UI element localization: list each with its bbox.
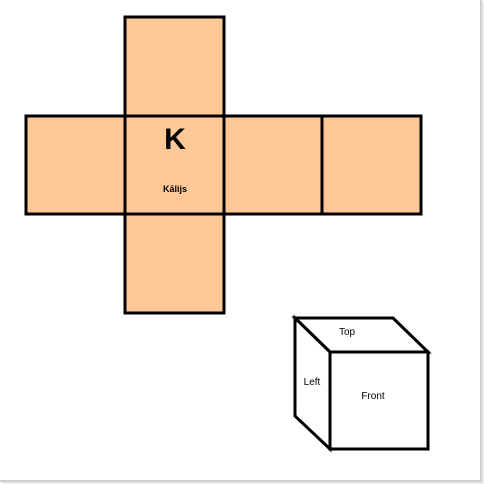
net-face-back <box>320 114 423 216</box>
cube-net <box>24 15 423 315</box>
reference-cube <box>291 314 432 453</box>
net-face-center <box>123 114 226 216</box>
cube-left-label: Left <box>304 377 321 388</box>
center-face-word: Kālijs <box>163 184 187 194</box>
center-face-letter: K <box>164 123 186 156</box>
net-face-right <box>222 114 324 216</box>
cube-front-label: Front <box>361 391 385 402</box>
net-face-left <box>24 114 127 216</box>
cube-top-label: Top <box>339 327 356 338</box>
cube-front-face <box>328 350 430 451</box>
net-face-bottom <box>123 212 226 315</box>
net-face-top <box>123 15 226 118</box>
